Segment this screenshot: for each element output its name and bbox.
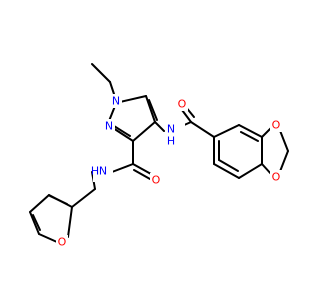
left-carbonyl-o-bg — [150, 173, 162, 187]
dioxole-bottom-o-bg — [270, 170, 282, 184]
benzene-bond-5 — [213, 163, 240, 179]
pyrazole-bond-n2-n1 — [108, 105, 116, 122]
ethyl-bond-2 — [109, 81, 115, 95]
benzene-bond-5-inner — [218, 159, 239, 172]
benzene-bond-2 — [238, 124, 263, 138]
furan-c2-c3-double — [49, 195, 68, 205]
dioxole-bottom-o-label: O — [272, 171, 281, 184]
ch2-furan-bond — [71, 188, 96, 208]
left-carbonyl-o-label: O — [152, 174, 161, 187]
benzene-bond-1 — [213, 124, 240, 138]
left-amide-nh-bg — [93, 164, 113, 182]
left-amide-n-label: N — [99, 165, 107, 178]
pyrazole-bond-c5-c4-double — [148, 99, 158, 121]
furan-o-label: O — [58, 236, 67, 249]
amide-left-c-o — [132, 163, 152, 175]
structure-canvas: N N N H N H O O O O O — [29, 63, 289, 249]
ethyl-bond-1 — [91, 63, 111, 83]
benzene-bond-4 — [238, 163, 263, 179]
dioxole-top-o-label: O — [272, 119, 281, 132]
dioxole-top-o-bg — [270, 118, 282, 132]
furan-c5-o — [38, 233, 58, 243]
n1-label-bg — [110, 94, 122, 108]
right-amide-n-label: N — [167, 123, 175, 136]
n1-label: N — [112, 95, 120, 108]
amide-right-c-o — [181, 109, 192, 123]
right-carbonyl-o-label: O — [178, 98, 187, 111]
furan-c4-c5 — [29, 211, 40, 235]
furan-c4-c5-double — [32, 214, 41, 231]
right-amide-nh-bg — [165, 122, 185, 140]
furan-o-c2 — [67, 206, 73, 238]
pyrazole-bond-c4-c3 — [132, 121, 156, 142]
pyrazole-bond-c3-n2-double — [113, 125, 131, 137]
furan-o-bg — [56, 235, 68, 249]
pyrazole-bond-n1-c5 — [119, 95, 147, 103]
molecule-diagram: N N N H N H O O O O O — [29, 63, 289, 249]
right-amide-h-label: H — [167, 135, 175, 148]
pyrazole-bond-c3-n2 — [112, 127, 134, 142]
right-carbonyl-o-bg — [176, 97, 188, 111]
benzene-bond-2-inner — [240, 131, 259, 142]
amide-left-c-o-double — [133, 169, 151, 180]
n2-label: N — [105, 120, 113, 133]
amide-left-c-n — [111, 163, 134, 173]
furan-c3-c4 — [29, 194, 50, 213]
n2-label-bg — [103, 119, 115, 133]
pyrazole-bond-c5-c4 — [145, 95, 156, 123]
amide-right-c-aryl — [190, 121, 215, 138]
pyrazole-nh-bond — [154, 121, 165, 132]
left-amide-h-label: H — [91, 165, 99, 178]
